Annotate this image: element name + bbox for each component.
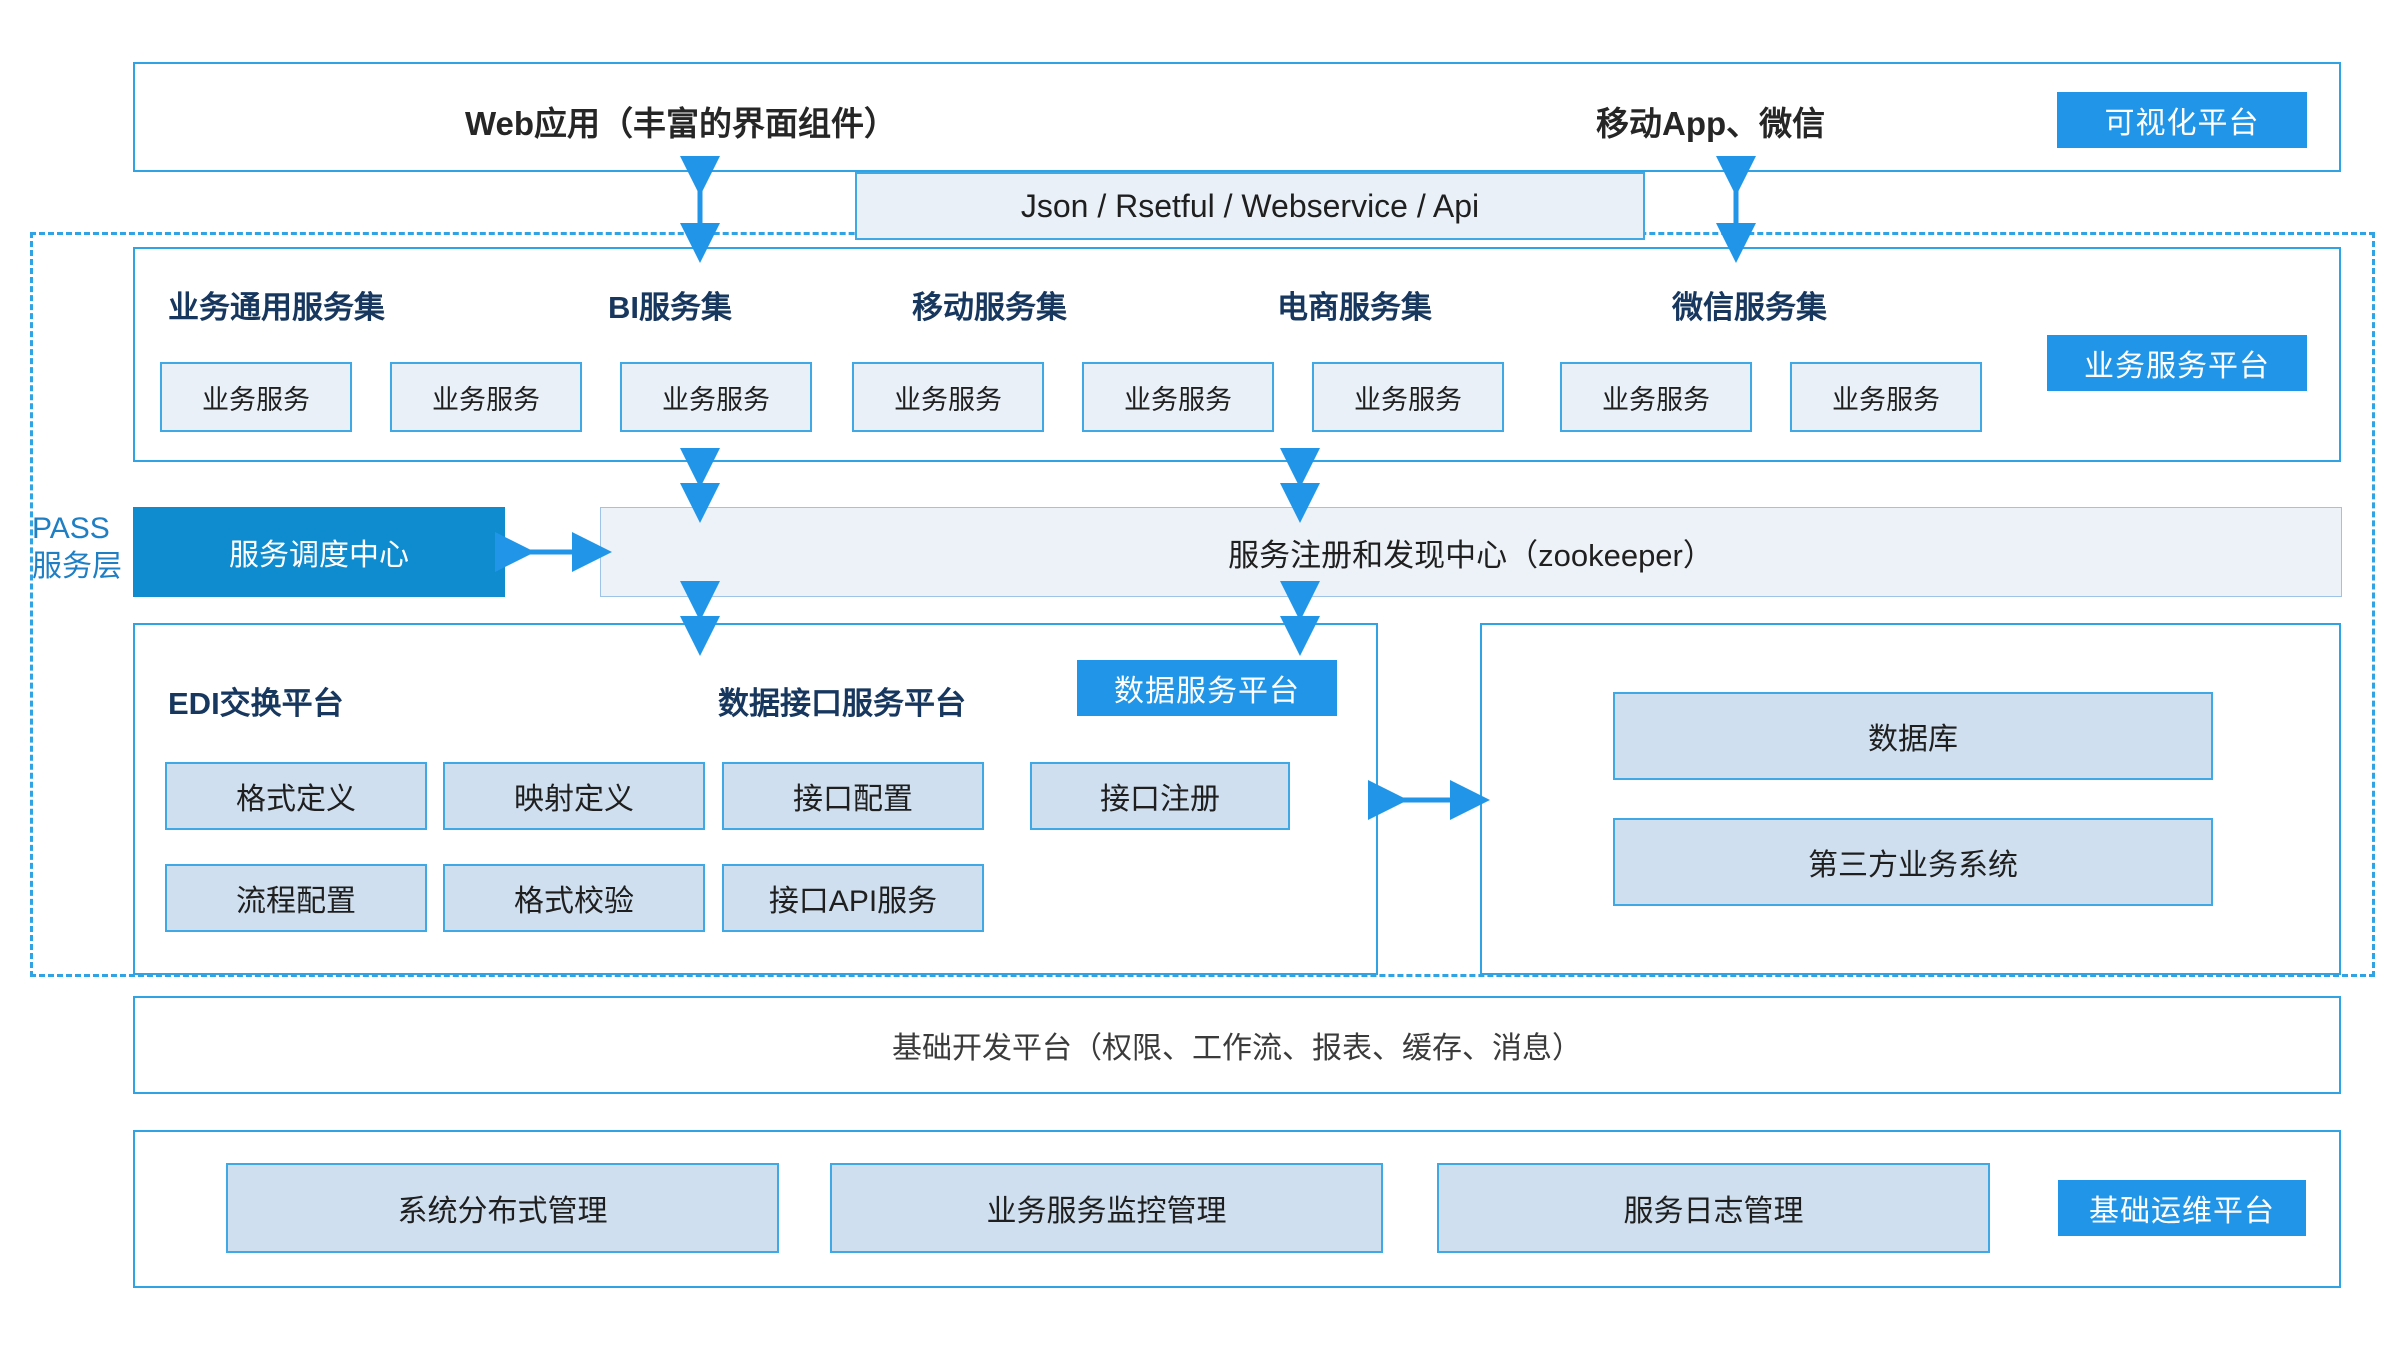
presentation-band <box>133 62 2341 172</box>
badge-ops-platform[interactable]: 基础运维平台 <box>2058 1180 2306 1236</box>
cell-service-monitoring[interactable]: 业务服务监控管理 <box>830 1163 1383 1253</box>
foundation-platform-band <box>133 996 2341 1094</box>
service-cell[interactable]: 业务服务 <box>852 362 1044 432</box>
foundation-platform-label: 基础开发平台（权限、工作流、报表、缓存、消息） <box>892 1032 1582 1065</box>
api-protocol-bar: Json / Rsetful / Webservice / Api <box>855 172 1645 240</box>
service-cell[interactable]: 业务服务 <box>1312 362 1504 432</box>
service-cell[interactable]: 业务服务 <box>1082 362 1274 432</box>
pass-layer-label: PASS 服务层 <box>32 512 122 583</box>
cell-third-party-system[interactable]: 第三方业务系统 <box>1613 818 2213 906</box>
group-title-mobile: 移动服务集 <box>912 290 1067 325</box>
data-storage-panel <box>1480 623 2341 975</box>
cell-mapping-definition[interactable]: 映射定义 <box>443 762 705 830</box>
service-cell[interactable]: 业务服务 <box>1560 362 1752 432</box>
service-cell[interactable]: 业务服务 <box>1790 362 1982 432</box>
cell-database[interactable]: 数据库 <box>1613 692 2213 780</box>
group-title-ecommerce: 电商服务集 <box>1277 290 1432 325</box>
cell-process-config[interactable]: 流程配置 <box>165 864 427 932</box>
mobile-app-label: 移动App、微信 <box>1596 105 1826 142</box>
service-registry-center[interactable]: 服务注册和发现中心（zookeeper） <box>600 507 2342 597</box>
badge-visualization-platform[interactable]: 可视化平台 <box>2057 92 2307 148</box>
service-cell[interactable]: 业务服务 <box>620 362 812 432</box>
group-title-wechat: 微信服务集 <box>1672 290 1827 325</box>
cell-distributed-management[interactable]: 系统分布式管理 <box>226 1163 779 1253</box>
cell-interface-config[interactable]: 接口配置 <box>722 762 984 830</box>
edi-platform-title: EDI交换平台 <box>168 686 344 721</box>
badge-business-service-platform[interactable]: 业务服务平台 <box>2047 335 2307 391</box>
cell-format-validation[interactable]: 格式校验 <box>443 864 705 932</box>
service-cell[interactable]: 业务服务 <box>160 362 352 432</box>
badge-data-service-platform[interactable]: 数据服务平台 <box>1077 660 1337 716</box>
data-interface-platform-title: 数据接口服务平台 <box>718 686 966 721</box>
service-cell[interactable]: 业务服务 <box>390 362 582 432</box>
service-dispatch-center[interactable]: 服务调度中心 <box>133 507 505 597</box>
group-title-bi: BI服务集 <box>608 290 732 325</box>
cell-format-definition[interactable]: 格式定义 <box>165 762 427 830</box>
web-app-label: Web应用（丰富的界面组件） <box>465 105 898 142</box>
cell-interface-api-service[interactable]: 接口API服务 <box>722 864 984 932</box>
cell-interface-registration[interactable]: 接口注册 <box>1030 762 1290 830</box>
group-title-general-business: 业务通用服务集 <box>168 290 385 325</box>
cell-service-log-management[interactable]: 服务日志管理 <box>1437 1163 1990 1253</box>
